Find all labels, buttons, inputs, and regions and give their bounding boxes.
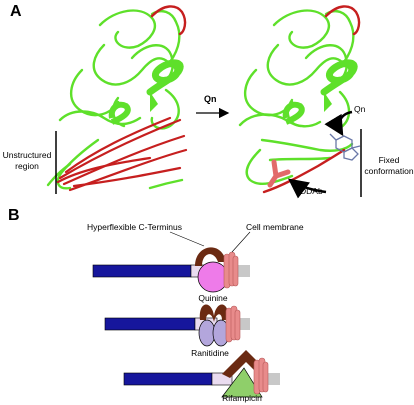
membrane-pointer: [231, 231, 251, 253]
protein-structure-fixed: [238, 5, 361, 194]
ddab-binding-arrow: [287, 178, 327, 199]
ligand-label-rifampicin: Rifampicin: [222, 393, 262, 403]
ligand-label-quinine: Quinine: [198, 293, 228, 303]
fixed-conformation-label: Fixed conformation: [364, 155, 414, 176]
c-terminus-label: Hyperflexible C-Terminus: [87, 222, 182, 232]
ddab-label: DDAb: [300, 186, 323, 196]
protein-structure-unstructured: [46, 5, 188, 192]
ligand-label-ranitidine: Ranitidine: [191, 348, 229, 358]
receptor-row-quinine: [92, 247, 250, 293]
panel-letter-a: A: [10, 3, 22, 20]
unstructured-region-label: Unstructured region: [2, 150, 52, 171]
receptor-row-rifampicin: [123, 350, 280, 398]
qn-binding-arrow: [324, 110, 353, 137]
panel-letter-b: B: [8, 207, 20, 224]
c-terminus-pointer: [169, 231, 205, 247]
transition-label: Qn: [204, 94, 217, 104]
receptor-row-ranitidine: [104, 304, 250, 347]
cell-membrane-label: Cell membrane: [246, 222, 304, 232]
qn-marker-label: Qn: [354, 104, 366, 114]
ddab-antibody: [267, 159, 291, 188]
